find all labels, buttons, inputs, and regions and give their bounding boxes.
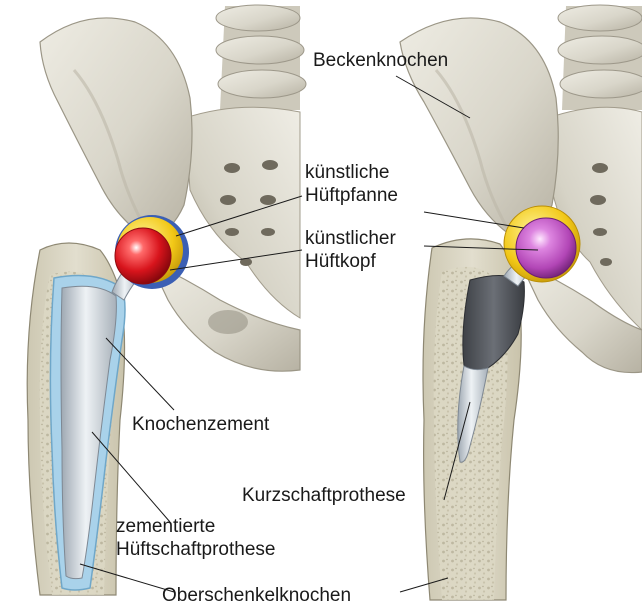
label-zementierte-hueftschaftprothese: zementierte Hüftschaftprothese xyxy=(116,515,275,561)
spine-right xyxy=(558,5,642,110)
label-kuenstliche-hueftpfanne: künstliche Hüftpfanne xyxy=(305,161,398,207)
panel-divider xyxy=(314,0,317,605)
label-kuenstlicher-hueftkopf: künstlicher Hüftkopf xyxy=(305,227,396,273)
femoral-head-left xyxy=(115,228,171,284)
femoral-head-right xyxy=(516,218,576,278)
label-knochenzement: Knochenzement xyxy=(132,413,269,436)
label-oberschenkelknochen: Oberschenkelknochen xyxy=(162,584,351,607)
spine-left xyxy=(216,5,306,110)
right-panel xyxy=(400,5,642,600)
label-beckenknochen: Beckenknochen xyxy=(313,49,448,72)
label-kurzschaftprothese: Kurzschaftprothese xyxy=(242,484,406,507)
ilium-left xyxy=(40,18,192,240)
sacrum-left xyxy=(185,107,300,318)
